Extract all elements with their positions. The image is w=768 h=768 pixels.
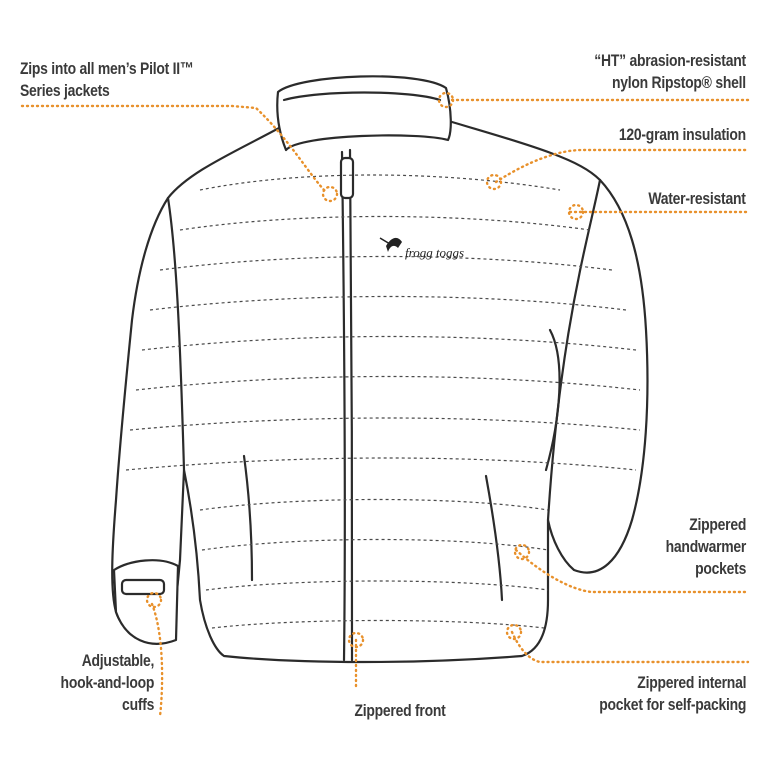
zipper-line-2 bbox=[340, 150, 346, 662]
callout-water-line1: Water-resistant bbox=[648, 189, 747, 208]
callout-handwarmer: Zippered handwarmer pockets bbox=[665, 514, 747, 580]
leader-internal bbox=[510, 630, 750, 664]
zipper-pull bbox=[339, 156, 355, 200]
callout-handwarmer-line1: Zippered bbox=[689, 515, 746, 534]
collar-inner bbox=[282, 91, 442, 102]
callout-front-line1: Zippered front bbox=[354, 701, 446, 720]
callout-water: Water-resistant bbox=[648, 188, 747, 210]
right-arm-bend bbox=[544, 328, 561, 472]
leader-cuffs bbox=[150, 602, 164, 718]
jacket-body-outline bbox=[111, 120, 649, 664]
callout-front: Zippered front bbox=[326, 700, 474, 722]
quilting-stitches bbox=[125, 174, 641, 629]
left-pocket bbox=[242, 454, 254, 582]
callout-pilot: Zips into all men’s Pilot II™ Series jac… bbox=[20, 58, 194, 102]
callout-handwarmer-line2: handwarmer bbox=[665, 537, 747, 556]
callout-cuffs-line3: cuffs bbox=[121, 695, 154, 714]
leader-pilot bbox=[20, 104, 328, 194]
callout-shell: “HT” abrasion-resistant nylon Ripstop® s… bbox=[594, 50, 746, 94]
cuff-tab bbox=[120, 578, 166, 596]
leader-lines bbox=[20, 98, 750, 718]
callout-internal-line2: pocket for self-packing bbox=[599, 695, 746, 714]
callout-cuffs: Adjustable, hook-and-loop cuffs bbox=[60, 650, 154, 716]
brand-logo-text: frogg toggs bbox=[405, 245, 464, 260]
callout-internal: Zippered internal pocket for self-packin… bbox=[599, 672, 746, 716]
jacket-drawing bbox=[111, 75, 649, 664]
leader-handwarmer bbox=[514, 548, 750, 594]
callout-insulation-line1: 120-gram insulation bbox=[618, 125, 746, 144]
callout-pilot-line2: Series jackets bbox=[20, 81, 110, 100]
callout-cuffs-line2: hook-and-loop bbox=[60, 673, 154, 692]
callout-internal-line1: Zippered internal bbox=[637, 673, 746, 692]
callout-shell-line1: “HT” abrasion-resistant bbox=[594, 51, 746, 70]
callout-insulation: 120-gram insulation bbox=[619, 124, 746, 146]
right-pocket bbox=[484, 474, 504, 602]
frog-logo-icon bbox=[379, 237, 402, 252]
callout-markers bbox=[145, 91, 585, 649]
callout-handwarmer-line3: pockets bbox=[695, 559, 746, 578]
callout-pilot-line1: Zips into all men’s Pilot II™ bbox=[20, 59, 194, 78]
zipper-line bbox=[348, 148, 354, 662]
right-sleeve-seam bbox=[546, 178, 602, 522]
callout-cuffs-line1: Adjustable, bbox=[81, 651, 155, 670]
leader-insulation bbox=[494, 148, 750, 184]
callout-shell-line2: nylon Ripstop® shell bbox=[612, 73, 746, 92]
left-sleeve-seam bbox=[166, 196, 186, 472]
